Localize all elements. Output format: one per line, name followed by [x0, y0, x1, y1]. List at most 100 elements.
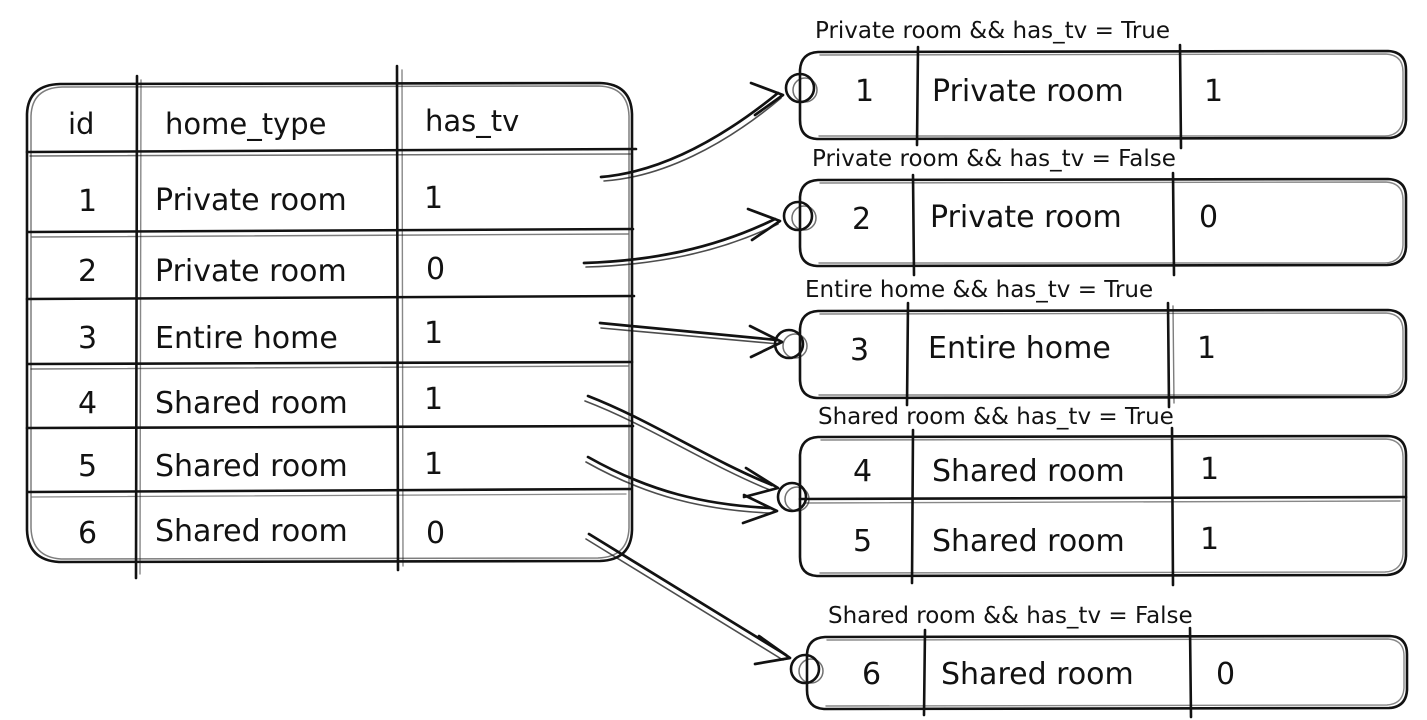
group-cell-has-tv: 1 [1204, 74, 1223, 109]
group-2-border-2 [818, 181, 1404, 264]
group-cell-id: 4 [853, 454, 872, 489]
source-table-row: 3 Entire home 1 [78, 316, 443, 356]
source-row-divider-header [25, 147, 638, 154]
source-cell-has-tv: 1 [424, 447, 443, 482]
source-row-divider-3 [26, 360, 634, 366]
group-4-row: 5 Shared room 1 [853, 522, 1219, 559]
source-cell-home-type: Entire home [155, 321, 338, 356]
group-4-row-divider [798, 495, 1408, 501]
group-5-anchor-circle-2 [798, 658, 824, 684]
source-col-divider-1b [139, 79, 142, 575]
group-label-5: Shared room && has_tv = False [828, 603, 1193, 629]
source-cell-home-type: Shared room [155, 514, 348, 549]
group-1-col-divider-1 [915, 45, 920, 147]
source-cell-id: 3 [78, 321, 97, 356]
source-cell-home-type: Private room [155, 183, 347, 218]
group-5-anchor-circle [789, 653, 821, 685]
source-cell-has-tv: 1 [424, 316, 443, 351]
arrow-to-group-2 [582, 207, 782, 268]
connector-arrows [582, 81, 792, 666]
group-1-border [798, 49, 1408, 141]
source-row-divider-1b [31, 233, 629, 238]
group-cell-home-type: Shared room [941, 657, 1134, 692]
source-header-home-type: home_type [165, 107, 327, 141]
group-cell-has-tv: 1 [1197, 331, 1216, 366]
group-3-anchor-circle-2 [782, 333, 808, 359]
group-5-col-divider-2 [1188, 626, 1193, 719]
group-4-border [798, 434, 1408, 578]
source-cell-has-tv: 0 [426, 252, 445, 287]
group-3-col-divider-1 [905, 301, 910, 407]
source-row-divider-5 [26, 487, 633, 494]
group-3-col-divider-2 [1166, 301, 1171, 409]
group-5-row: 6 Shared room 0 [862, 657, 1235, 692]
group-box-5: Shared room && has_tv = False 6 Shared r… [789, 603, 1409, 719]
group-1-anchor-circle [784, 72, 816, 104]
group-2-row: 2 Private room 0 [852, 200, 1218, 237]
group-4-anchor-circle [776, 481, 808, 513]
group-cell-has-tv: 1 [1200, 452, 1219, 487]
source-row-divider-4 [25, 424, 635, 430]
source-cell-has-tv: 0 [426, 516, 445, 551]
group-cell-home-type: Entire home [928, 331, 1111, 366]
source-row-divider-3b [30, 365, 629, 370]
group-5-border-2 [825, 638, 1405, 707]
source-table-border-2 [30, 85, 630, 560]
group-box-4: Shared room && has_tv = True 4 Shared ro… [776, 404, 1408, 587]
source-row-divider-5b [31, 493, 627, 498]
group-3-row: 3 Entire home 1 [850, 331, 1216, 368]
source-table-border [25, 81, 634, 564]
source-col-divider-2b [401, 69, 404, 567]
group-3-border-2 [818, 312, 1404, 396]
source-cell-home-type: Shared room [155, 386, 348, 421]
group-2-anchor-circle [782, 200, 814, 232]
arrow-to-group-1 [599, 81, 785, 182]
group-2-anchor-circle-2 [791, 205, 817, 231]
group-box-3: Entire home && has_tv = True 3 Entire ho… [773, 277, 1408, 409]
group-2-border [798, 177, 1408, 268]
group-label-3: Entire home && has_tv = True [805, 277, 1153, 303]
group-cell-id: 2 [852, 202, 871, 237]
source-header-id: id [68, 107, 94, 141]
group-box-1: Private room && has_tv = True 1 Private … [784, 18, 1408, 150]
arrow-to-group-5 [585, 532, 792, 666]
source-table-row: 5 Shared room 1 [78, 447, 443, 484]
group-label-1: Private room && has_tv = True [815, 18, 1170, 44]
source-row-divider-2 [25, 294, 636, 301]
group-cell-id: 5 [853, 524, 872, 559]
group-3-border [798, 308, 1408, 400]
source-col-divider-1 [134, 74, 139, 580]
source-table-row: 6 Shared room 0 [78, 514, 445, 551]
group-1-anchor-circle-2 [792, 77, 818, 103]
group-4-col-divider-1 [910, 428, 915, 585]
group-cell-has-tv: 0 [1216, 657, 1235, 692]
source-cell-id: 1 [78, 184, 97, 219]
group-4-border-2 [819, 438, 1404, 574]
source-cell-id: 5 [78, 449, 97, 484]
arrow-to-group-3 [598, 321, 784, 359]
group-label-2: Private room && has_tv = False [812, 146, 1176, 172]
source-cell-has-tv: 1 [424, 382, 443, 417]
group-cell-has-tv: 0 [1199, 200, 1218, 235]
group-1-col-divider-2 [1178, 43, 1183, 150]
group-cell-home-type: Shared room [932, 524, 1125, 559]
source-cell-id: 2 [78, 254, 97, 289]
source-row-divider-header-2 [29, 153, 632, 157]
group-cell-home-type: Shared room [932, 454, 1125, 489]
group-1-row: 1 Private room 1 [855, 74, 1223, 109]
group-cell-id: 1 [855, 74, 874, 109]
group-2-col-divider-2 [1171, 171, 1176, 277]
group-cell-has-tv: 1 [1200, 522, 1219, 557]
source-table: id home_type has_tv 1 Private room 1 2 P… [25, 64, 638, 580]
source-cell-home-type: Shared room [155, 449, 348, 484]
source-cell-id: 6 [78, 516, 97, 551]
group-2-col-divider-1 [911, 173, 916, 277]
source-table-row: 4 Shared room 1 [78, 382, 443, 421]
group-4-row-divider-2 [805, 500, 1401, 504]
source-table-row: 2 Private room 0 [78, 252, 445, 289]
arrow-to-group-4b [585, 455, 779, 525]
source-cell-has-tv: 1 [424, 181, 443, 216]
source-cell-home-type: Private room [155, 254, 347, 289]
source-table-row: 1 Private room 1 [78, 181, 443, 219]
